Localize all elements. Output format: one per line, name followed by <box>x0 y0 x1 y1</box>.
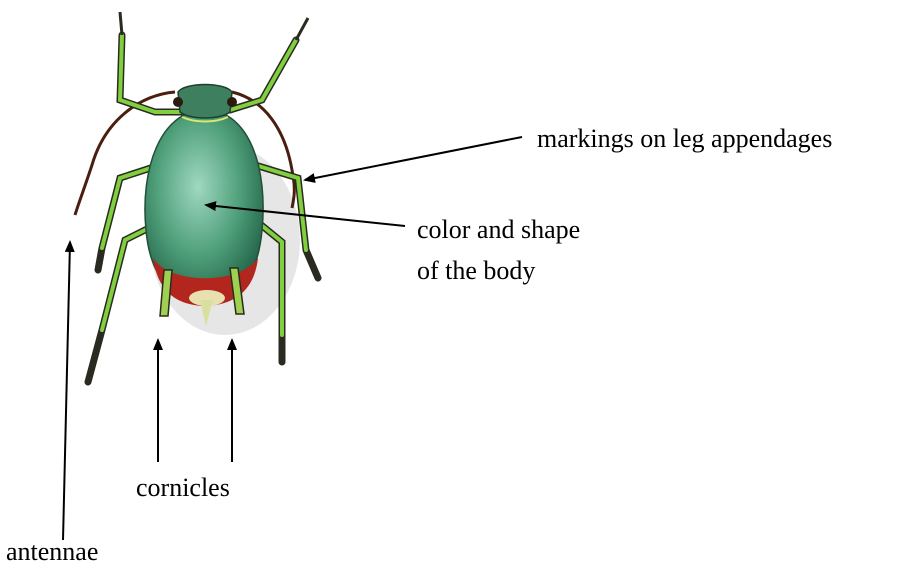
label-cornicles: cornicles <box>136 472 230 504</box>
label-leg-markings: markings on leg appendages <box>537 123 832 155</box>
left-eye <box>173 97 183 107</box>
aphid-illustration <box>75 12 318 382</box>
arrow-legs <box>305 137 522 180</box>
label-antennae: antennae <box>6 536 98 568</box>
arrow-antennae <box>63 242 70 540</box>
aphid-head <box>178 85 232 119</box>
label-body-line2: of the body <box>417 255 535 287</box>
label-body-line1: color and shape <box>417 214 580 246</box>
right-eye <box>227 97 237 107</box>
